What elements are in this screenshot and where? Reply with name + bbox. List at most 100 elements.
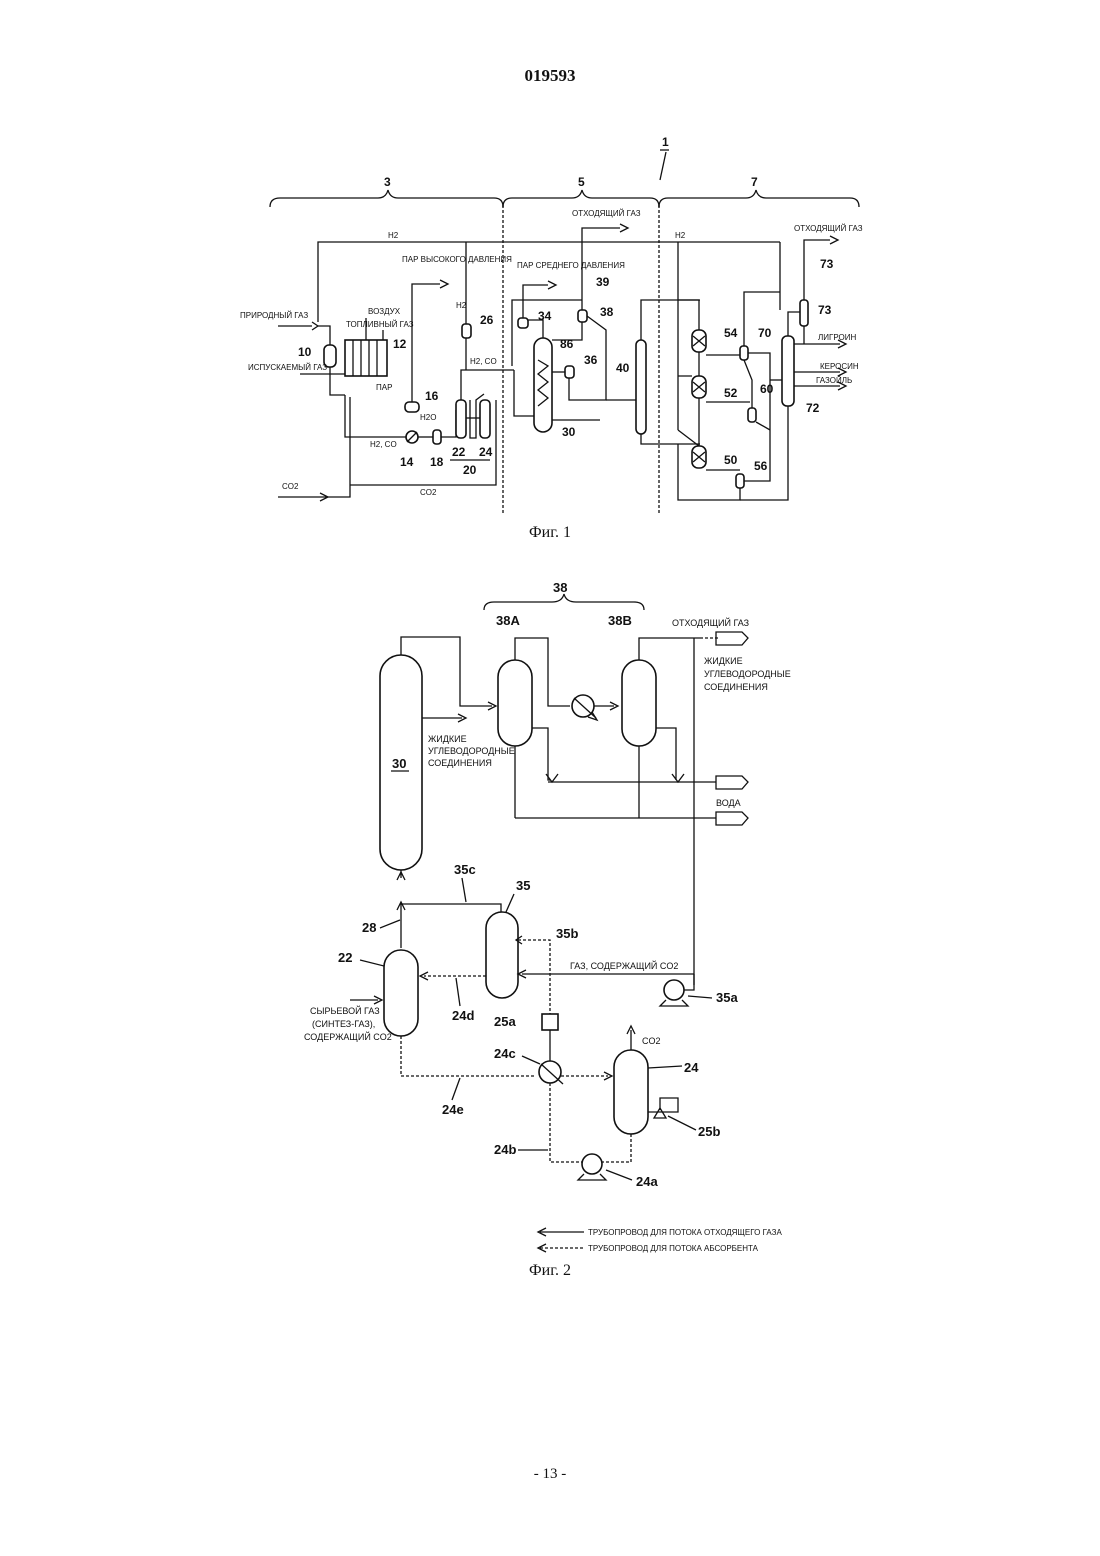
second-fractionator-70 — [782, 336, 794, 406]
fuel-gas-label: ТОПЛИВНЫЙ ГАЗ — [346, 320, 414, 329]
num-86: 86 — [560, 337, 574, 351]
label-28: 28 — [362, 920, 376, 935]
label-38b: 38B — [608, 613, 632, 628]
num-30: 30 — [562, 425, 576, 439]
hp-steam-label-1: ПАР ВЫСОКОГО ДАВЛЕНИЯ — [402, 255, 512, 264]
liquid-right-1: ЖИДКИЕ — [704, 656, 743, 666]
num-22: 22 — [452, 445, 466, 459]
to-38b-arrow-icon — [610, 702, 618, 710]
label-24c: 24c — [494, 1046, 516, 1061]
absorber-35 — [486, 912, 518, 998]
offgas-right-label: ОТХОДЯЩИЙ ГАЗ — [794, 224, 863, 233]
num-34: 34 — [538, 309, 552, 323]
co2-gas-label: ГАЗ, СОДЕРЖАЩИЙ CO2 — [570, 960, 678, 971]
absorber-22 — [456, 400, 466, 438]
feed-arrow-icon — [374, 996, 382, 1004]
num-12: 12 — [393, 337, 407, 351]
h2co-label-a: H2, CO — [370, 440, 397, 449]
compressor-35a — [664, 980, 684, 1000]
label-24b: 24b — [494, 1142, 516, 1157]
label-35c: 35c — [454, 862, 476, 877]
separator-38b — [622, 660, 656, 746]
num-73: 73 — [820, 257, 834, 271]
air-label: ВОЗДУХ — [368, 307, 401, 316]
offgas-right-arrow-icon — [830, 236, 838, 244]
label-24d: 24d — [452, 1008, 474, 1023]
num-54: 54 — [724, 326, 738, 340]
section-label-1: 1 — [662, 135, 669, 149]
num-52: 52 — [724, 386, 738, 400]
separator-36 — [565, 366, 574, 378]
num-16: 16 — [425, 389, 439, 403]
reactor-top-gas-line — [401, 637, 492, 706]
exhaust-label: ИСПУСКАЕМЫЙ ГАЗ — [248, 363, 327, 372]
h2-label-c: H2 — [675, 231, 686, 240]
offgas-label: ОТХОДЯЩИЙ ГАЗ — [672, 617, 749, 628]
to-20 — [441, 410, 456, 437]
label-35a: 35a — [716, 990, 738, 1005]
mp-steam-label: ПАР СРЕДНЕГО ДАВЛЕНИЯ — [517, 261, 625, 270]
label-25b: 25b — [698, 1124, 720, 1139]
feed-line — [318, 326, 330, 345]
liquid-left-3: СОЕДИНЕНИЯ — [428, 758, 492, 768]
absorber-22 — [384, 950, 418, 1036]
to-38a-arrow-icon — [488, 702, 496, 710]
legend: ТРУБОПРОВОД ДЛЯ ПОТОКА ОТХОДЯЩЕГО ГАЗА Т… — [538, 1228, 782, 1253]
natural-gas-arrow-icon — [312, 322, 318, 330]
liquid-left-1: ЖИДКИЕ — [428, 734, 467, 744]
separator-38a — [498, 660, 532, 746]
liquid-left-2: УГЛЕВОДОРОДНЫЕ — [428, 746, 515, 756]
section-label-5: 5 — [578, 175, 585, 189]
38a-top-line — [515, 638, 570, 706]
feed-label-1: СЫРЬЕВОЙ ГАЗ — [310, 1005, 380, 1016]
drum-16 — [405, 402, 419, 412]
separator-58 — [748, 408, 756, 422]
label-25a: 25a — [494, 1014, 516, 1029]
label-35b: 35b — [556, 926, 578, 941]
offgas-top-arrow-icon — [620, 224, 628, 232]
num-24: 24 — [479, 445, 493, 459]
figure-1-diagram: 1 3 5 7 H2 H2 ПРИРОДНЫЙ ГАЗ 10 12 ВОЗДУХ… — [0, 0, 1100, 540]
co2-label-b: CO2 — [420, 488, 437, 497]
legend-absorbent: ТРУБОПРОВОД ДЛЯ ПОТОКА АБСОРБЕНТА — [588, 1244, 759, 1253]
num-56: 56 — [754, 459, 768, 473]
label-24a: 24a — [636, 1174, 658, 1189]
label-38: 38 — [553, 580, 567, 595]
naphtha-label: ЛИГРОИН — [818, 333, 856, 342]
num-10: 10 — [298, 345, 312, 359]
num-72: 73 — [818, 303, 832, 317]
steam-label: ПАР — [376, 383, 392, 392]
cooler-icon — [572, 695, 594, 717]
label-35: 35 — [516, 878, 530, 893]
natural-gas-label: ПРИРОДНЫЙ ГАЗ — [240, 311, 308, 320]
ft-feed — [514, 370, 534, 416]
drum-34 — [518, 318, 528, 328]
num-26: 26 — [480, 313, 494, 327]
label-30: 30 — [392, 756, 406, 771]
h2-separator-26 — [462, 324, 471, 338]
separator-18 — [433, 430, 441, 444]
co2-vent-arrow-icon — [627, 1026, 635, 1034]
liquid-outlet-icon — [716, 776, 748, 789]
liquid-right-2: УГЛЕВОДОРОДНЫЕ — [704, 669, 791, 679]
brace-38 — [484, 594, 644, 610]
absorbent-to-35 — [518, 940, 550, 1016]
num-60: 70 — [758, 326, 772, 340]
first-fractionator-40 — [636, 340, 646, 434]
syngas-line-a — [345, 395, 406, 437]
marker-1-arrow — [660, 152, 666, 180]
num-40: 40 — [616, 361, 630, 375]
num-39: 39 — [596, 275, 610, 289]
hp-steam-arrow-icon — [440, 280, 448, 288]
ft-reactor-30 — [534, 338, 552, 432]
num-50: 50 — [724, 453, 738, 467]
num-38: 38 — [600, 305, 614, 319]
h2co-label-b: H2, CO — [470, 357, 497, 366]
ft-reactor-30 — [380, 655, 422, 870]
liquid-out-arrow-icon — [458, 714, 466, 722]
num-18: 18 — [430, 455, 444, 469]
label-22: 22 — [338, 950, 352, 965]
num-36: 36 — [584, 353, 598, 367]
label-24e: 24e — [442, 1102, 464, 1117]
legend-offgas: ТРУБОПРОВОД ДЛЯ ПОТОКА ОТХОДЯЩЕГО ГАЗА — [588, 1228, 782, 1237]
